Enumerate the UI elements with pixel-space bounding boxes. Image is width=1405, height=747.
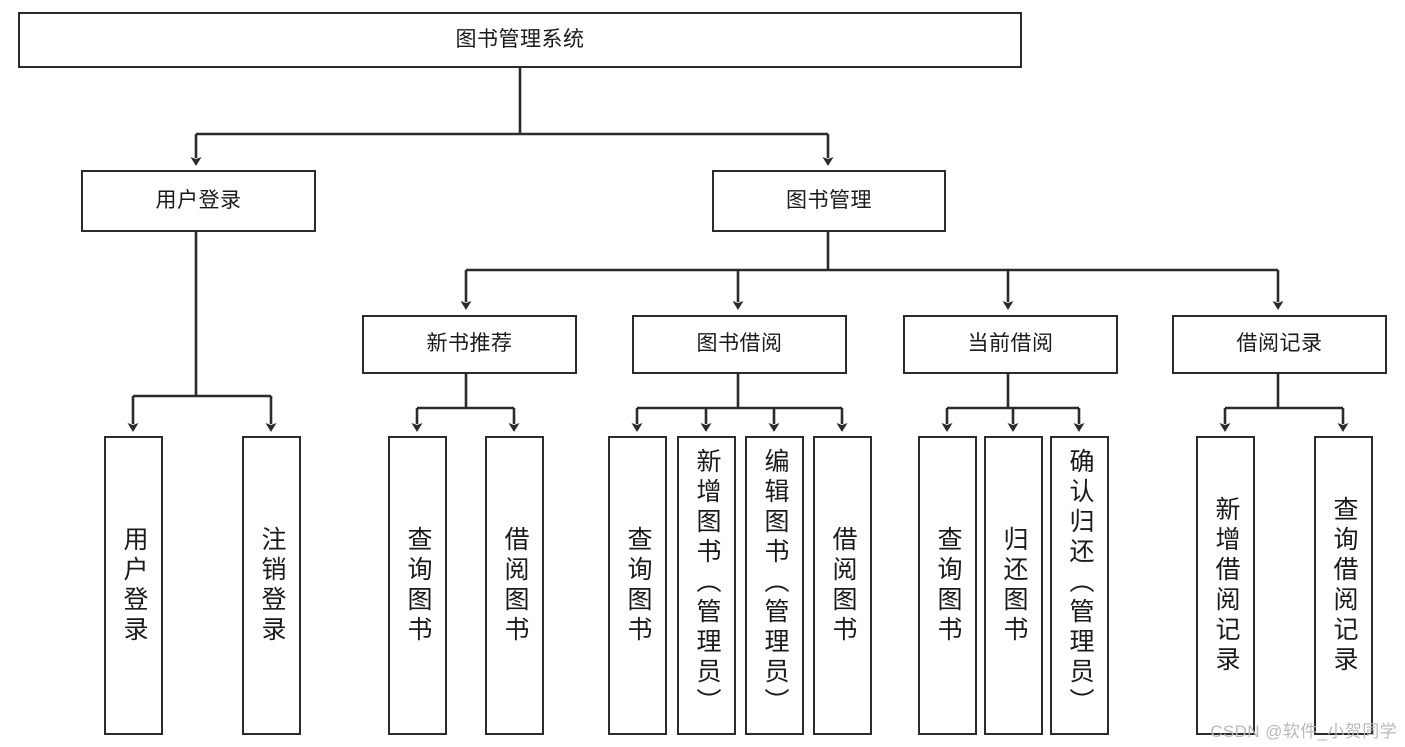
leaf-user-logout[interactable]: 注销登录 bbox=[242, 436, 301, 735]
node-book-borrow-label: 图书借阅 bbox=[696, 332, 783, 356]
node-book-management-label: 图书管理 bbox=[786, 188, 872, 212]
leaf-edit-book-admin-label: 编辑图书（管理员） bbox=[761, 448, 789, 718]
node-user-login[interactable]: 用户登录 bbox=[81, 170, 316, 232]
leaf-confirm-return-admin[interactable]: 确认归还（管理员） bbox=[1050, 436, 1109, 735]
leaf-borrow-book-recommend[interactable]: 借阅图书 bbox=[485, 436, 544, 735]
node-book-management[interactable]: 图书管理 bbox=[712, 170, 946, 232]
leaf-user-login[interactable]: 用户登录 bbox=[104, 436, 163, 735]
node-current-borrow[interactable]: 当前借阅 bbox=[903, 315, 1118, 374]
leaf-confirm-return-admin-label: 确认归还（管理员） bbox=[1066, 448, 1094, 718]
node-book-borrow[interactable]: 图书借阅 bbox=[632, 315, 847, 374]
node-root[interactable]: 图书管理系统 bbox=[18, 12, 1022, 68]
leaf-query-borrow-record[interactable]: 查询借阅记录 bbox=[1314, 436, 1373, 735]
node-current-borrow-label: 当前借阅 bbox=[967, 332, 1054, 356]
leaf-user-login-label: 用户登录 bbox=[120, 525, 148, 646]
leaf-add-borrow-record[interactable]: 新增借阅记录 bbox=[1196, 436, 1255, 735]
leaf-add-borrow-record-label: 新增借阅记录 bbox=[1212, 495, 1240, 676]
leaf-query-book-borrow-label: 查询图书 bbox=[624, 525, 652, 646]
leaf-edit-book-admin[interactable]: 编辑图书（管理员） bbox=[745, 436, 804, 735]
leaf-query-book-borrow[interactable]: 查询图书 bbox=[608, 436, 667, 735]
leaf-query-book-recommend[interactable]: 查询图书 bbox=[388, 436, 447, 735]
node-new-book-recommend-label: 新书推荐 bbox=[426, 332, 513, 356]
leaf-return-book[interactable]: 归还图书 bbox=[984, 436, 1043, 735]
node-user-login-label: 用户登录 bbox=[155, 188, 242, 212]
leaf-borrow-book[interactable]: 借阅图书 bbox=[813, 436, 872, 735]
node-new-book-recommend[interactable]: 新书推荐 bbox=[362, 315, 577, 374]
leaf-query-book-current-label: 查询图书 bbox=[934, 525, 962, 646]
node-root-label: 图书管理系统 bbox=[455, 27, 585, 51]
leaf-query-book-recommend-label: 查询图书 bbox=[404, 525, 432, 646]
leaf-borrow-book-recommend-label: 借阅图书 bbox=[501, 525, 529, 646]
leaf-borrow-book-label: 借阅图书 bbox=[829, 525, 857, 646]
node-borrow-record[interactable]: 借阅记录 bbox=[1172, 315, 1387, 374]
leaf-add-book-admin-label: 新增图书（管理员） bbox=[693, 448, 721, 718]
leaf-add-book-admin[interactable]: 新增图书（管理员） bbox=[677, 436, 736, 735]
leaf-user-logout-label: 注销登录 bbox=[258, 525, 286, 646]
node-borrow-record-label: 借阅记录 bbox=[1236, 332, 1323, 356]
leaf-query-book-current[interactable]: 查询图书 bbox=[918, 436, 977, 735]
leaf-return-book-label: 归还图书 bbox=[1000, 525, 1028, 646]
leaf-query-borrow-record-label: 查询借阅记录 bbox=[1330, 495, 1358, 676]
